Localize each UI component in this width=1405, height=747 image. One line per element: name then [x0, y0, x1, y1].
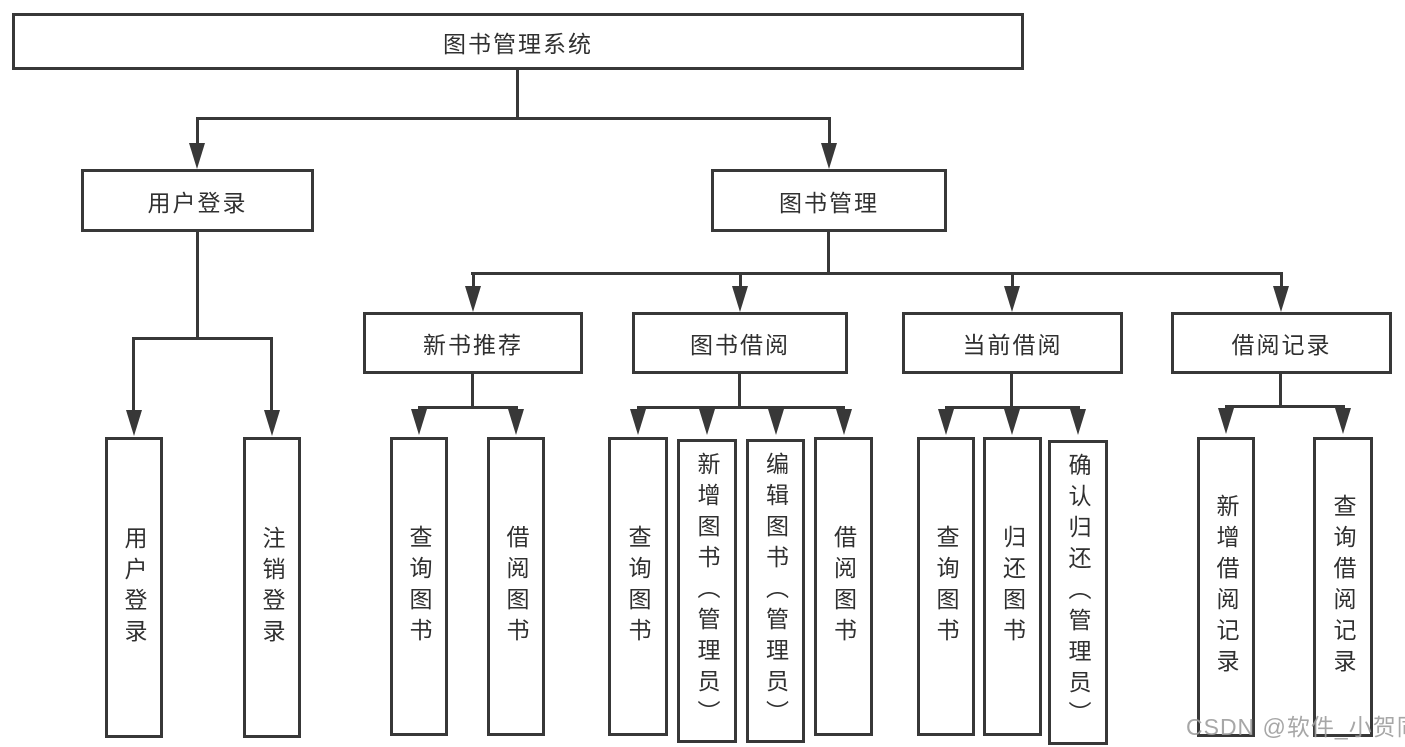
- connector-arrow-down-icon: [126, 410, 142, 436]
- connector-hline: [637, 406, 845, 409]
- connector-hline: [1225, 405, 1345, 408]
- connector-hline: [471, 272, 1282, 275]
- connector-vline: [1280, 272, 1283, 288]
- connector-vline: [472, 272, 475, 288]
- leaf-label: 查询图书: [933, 524, 959, 649]
- leaf-label: 确认归还（管理员）: [1065, 453, 1091, 732]
- leaf-add-book-admin: 新增图书（管理员）: [677, 439, 737, 743]
- leaf-query-books-3: 查询图书: [917, 437, 975, 736]
- connector-vline: [471, 374, 474, 408]
- connector-vline: [1011, 272, 1014, 288]
- connector-arrow-down-icon: [821, 143, 837, 169]
- connector-vline: [738, 374, 741, 408]
- csdn-watermark: CSDN @软件_小贺同学: [1186, 714, 1405, 740]
- connector-arrow-down-icon: [732, 286, 748, 312]
- leaf-label: 查询图书: [625, 524, 651, 649]
- node-book-management-label: 图书管理: [779, 189, 879, 216]
- leaf-logout: 注销登录: [243, 437, 301, 738]
- connector-arrow-down-icon: [1004, 286, 1020, 312]
- connector-arrow-down-icon: [508, 409, 524, 435]
- leaf-query-books-2: 查询图书: [608, 437, 668, 736]
- connector-arrow-down-icon: [836, 409, 852, 435]
- node-borrow-records: 借阅记录: [1171, 312, 1392, 374]
- leaf-label: 借阅图书: [830, 524, 857, 649]
- connector-arrow-down-icon: [1218, 408, 1234, 434]
- leaf-label: 借阅图书: [503, 524, 529, 649]
- connector-vline: [516, 70, 519, 117]
- node-book-management: 图书管理: [711, 169, 947, 232]
- node-root-label: 图书管理系统: [443, 30, 593, 57]
- leaf-borrow-books-2: 借阅图书: [814, 437, 873, 736]
- node-current-borrow: 当前借阅: [902, 312, 1123, 374]
- connector-arrow-down-icon: [699, 409, 715, 435]
- leaf-user-login: 用户登录: [105, 437, 163, 738]
- leaf-borrow-books-1: 借阅图书: [487, 437, 545, 736]
- connector-arrow-down-icon: [1335, 408, 1351, 434]
- connector-vline: [739, 272, 742, 288]
- node-book-borrow-label: 图书借阅: [690, 332, 790, 358]
- connector-vline: [1010, 374, 1013, 408]
- connector-hline: [132, 337, 273, 340]
- connector-vline: [196, 117, 199, 145]
- connector-arrow-down-icon: [465, 286, 481, 312]
- connector-vline: [1279, 374, 1282, 407]
- leaf-edit-book-admin: 编辑图书（管理员）: [746, 439, 805, 743]
- connector-vline: [828, 117, 831, 145]
- connector-arrow-down-icon: [630, 409, 646, 435]
- leaf-label: 查询图书: [406, 524, 432, 649]
- connector-hline: [196, 117, 830, 120]
- leaf-add-borrow-record: 新增借阅记录: [1197, 437, 1255, 737]
- connector-hline: [418, 406, 518, 409]
- leaf-query-books-1: 查询图书: [390, 437, 448, 736]
- node-new-book-recommend: 新书推荐: [363, 312, 583, 374]
- connector-arrow-down-icon: [1004, 409, 1020, 435]
- connector-arrow-down-icon: [938, 409, 954, 435]
- connector-vline: [196, 232, 199, 340]
- connector-arrow-down-icon: [189, 143, 205, 169]
- connector-arrow-down-icon: [1273, 286, 1289, 312]
- node-new-book-recommend-label: 新书推荐: [423, 332, 523, 358]
- node-current-borrow-label: 当前借阅: [962, 332, 1063, 358]
- leaf-label: 编辑图书（管理员）: [762, 451, 789, 731]
- leaf-query-borrow-record: 查询借阅记录: [1313, 437, 1373, 737]
- connector-hline: [945, 406, 1080, 409]
- node-user-login-label: 用户登录: [147, 189, 248, 216]
- leaf-label: 新增图书（管理员）: [694, 451, 720, 731]
- connector-vline: [827, 232, 830, 274]
- leaf-confirm-return-admin: 确认归还（管理员）: [1048, 440, 1108, 745]
- node-book-borrow: 图书借阅: [632, 312, 848, 374]
- connector-vline: [132, 337, 135, 412]
- connector-vline: [270, 337, 273, 412]
- leaf-return-books: 归还图书: [983, 437, 1042, 736]
- node-borrow-records-label: 借阅记录: [1231, 332, 1332, 358]
- connector-arrow-down-icon: [411, 409, 427, 435]
- node-user-login: 用户登录: [81, 169, 314, 232]
- connector-arrow-down-icon: [768, 409, 784, 435]
- connector-arrow-down-icon: [1070, 409, 1086, 435]
- leaf-label: 归还图书: [999, 524, 1026, 649]
- node-root: 图书管理系统: [12, 13, 1024, 70]
- leaf-label: 查询借阅记录: [1330, 494, 1356, 680]
- connector-arrow-down-icon: [264, 410, 280, 436]
- leaf-user-login-label: 用户登录: [121, 525, 147, 650]
- leaf-label: 新增借阅记录: [1213, 494, 1239, 680]
- leaf-logout-label: 注销登录: [259, 525, 285, 650]
